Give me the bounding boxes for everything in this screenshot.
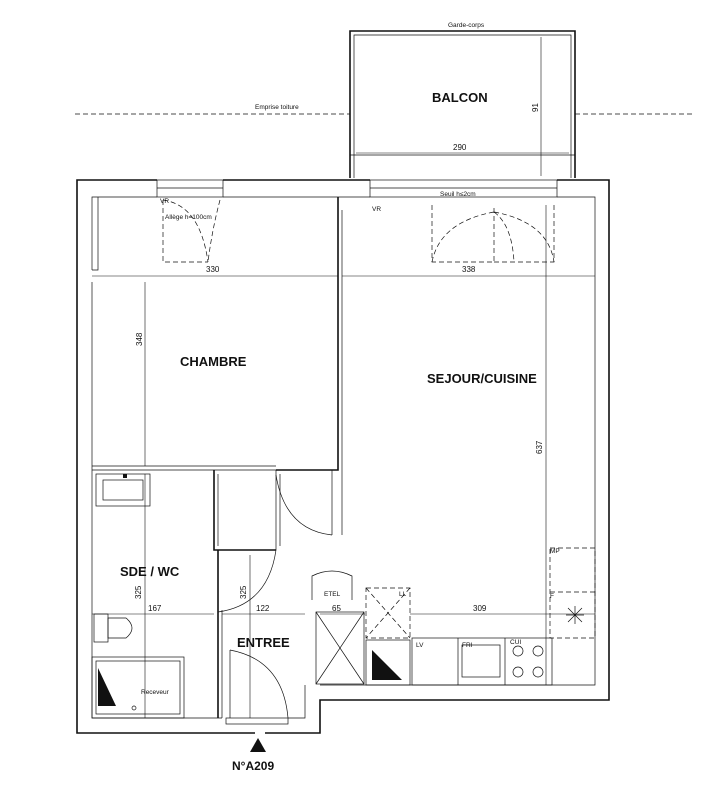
shower-label: Receveur <box>141 689 170 696</box>
entree-width-dim: 122 <box>256 604 270 613</box>
window-chambre <box>156 179 224 263</box>
shower-tray <box>91 656 185 719</box>
fri-label: FRI <box>462 642 473 649</box>
room-label-sde: SDE / WC <box>120 564 180 579</box>
kitchen-counter <box>411 637 553 686</box>
chambre-depth-dim: 348 <box>135 332 144 346</box>
exterior-walls <box>76 179 610 734</box>
balcony-width-dim: 290 <box>453 143 467 152</box>
interior-partitions <box>92 197 343 718</box>
door-entree <box>225 649 289 725</box>
wall-cabinet-mp <box>549 547 596 639</box>
dimension-lines <box>92 205 595 718</box>
apartment-number: N°A209 <box>232 759 274 773</box>
mp-label: MP <box>550 548 560 555</box>
etel-width-dim: 65 <box>332 604 341 613</box>
kitchen-width-dim: 309 <box>473 604 487 613</box>
room-label-entree: ENTREE <box>237 635 290 650</box>
sejour-width-dim: 338 <box>462 265 476 274</box>
allege-label: Allège h=100cm <box>165 214 212 221</box>
door-sde <box>217 549 277 613</box>
toilet <box>93 613 133 643</box>
sejour-depth-dim: 637 <box>535 440 544 454</box>
sde-depth-dim: 325 <box>134 585 143 599</box>
chambre-width-dim: 330 <box>206 265 220 274</box>
washbasin <box>95 473 151 507</box>
window-sejour <box>369 179 558 263</box>
etel-label: ETEL <box>324 591 341 598</box>
guardrail-label: Garde-corps <box>448 22 485 29</box>
f-label: F <box>550 593 554 600</box>
threshold-label: Seuil h≤2cm <box>440 191 476 198</box>
entrance-arrow-icon <box>250 738 266 752</box>
lv-label: LV <box>416 642 424 649</box>
laundry-cabinet <box>365 587 411 686</box>
room-label-chambre: CHAMBRE <box>180 354 247 369</box>
door-chambre <box>275 470 333 536</box>
room-label-sejour: SEJOUR/CUISINE <box>427 371 537 386</box>
balcony <box>349 30 576 178</box>
ll-label: LL <box>399 591 407 598</box>
vr-label-sejour: VR <box>372 206 381 213</box>
etel-cabinet <box>311 570 365 685</box>
entree-depth-dim: 325 <box>239 585 248 599</box>
balcony-depth-dim: 91 <box>531 103 540 112</box>
sde-width-dim: 167 <box>148 604 162 613</box>
cui-label: CUI <box>510 639 521 646</box>
room-label-balcon: BALCON <box>432 90 488 105</box>
vr-label-chambre: VR <box>160 198 169 205</box>
roof-line-label: Emprise toiture <box>255 104 299 111</box>
